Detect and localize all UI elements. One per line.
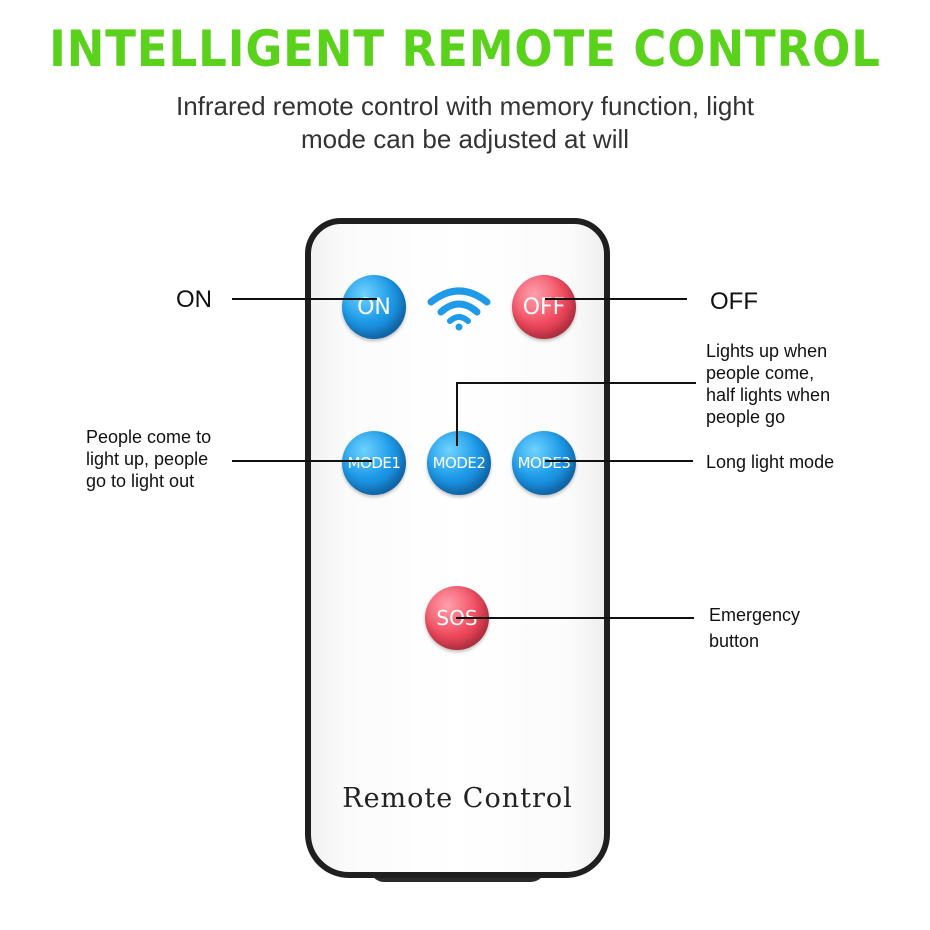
mode1-callout-line: go to light out	[86, 471, 195, 491]
mode1-callout-line: People come to	[86, 427, 212, 447]
mode2-leader-line-vertical	[456, 382, 458, 446]
subtitle: Infrared remote control with memory func…	[115, 90, 815, 156]
sos-callout-line: Emergency	[709, 605, 801, 625]
mode3-button-label: MODE3	[517, 454, 571, 472]
subtitle-line-1: Infrared remote control with memory func…	[175, 91, 755, 121]
mode1-callout-line: light up, people	[86, 449, 209, 469]
mode2-button-label: MODE2	[432, 454, 486, 472]
mode1-button-label: MODE1	[347, 454, 401, 472]
mode1-leader-line	[232, 460, 372, 462]
mode1-button[interactable]: MODE1	[342, 431, 406, 495]
mode2-leader-line-horizontal	[456, 382, 696, 384]
remote-control-label: Remote Control	[342, 783, 573, 814]
mode2-callout-line: half lights when	[706, 385, 831, 405]
off-button[interactable]: OFF	[512, 275, 576, 339]
off-callout: OFF	[710, 288, 758, 315]
mode3-button[interactable]: MODE3	[512, 431, 576, 495]
mode2-button[interactable]: MODE2	[427, 431, 491, 495]
sos-callout-line: button	[709, 631, 760, 651]
mode2-callout-line: people go	[706, 407, 786, 427]
mode2-callout: Lights up when people come, half lights …	[706, 340, 830, 428]
off-leader-line	[545, 298, 687, 300]
mode3-leader-line	[545, 460, 693, 462]
mode2-callout-line: Lights up when	[706, 341, 828, 361]
on-callout: ON	[176, 286, 212, 313]
on-button[interactable]: ON	[342, 275, 406, 339]
mode2-callout-line: people come,	[706, 363, 815, 383]
subtitle-line-2: mode can be adjusted at will	[300, 124, 630, 154]
mode3-callout: Long light mode	[706, 452, 835, 472]
wifi-signal-icon	[427, 287, 491, 331]
headline-title: INTELLIGENT REMOTE CONTROL	[49, 20, 881, 78]
sos-callout: Emergency button	[709, 602, 800, 654]
mode1-callout: People come to light up, people go to li…	[86, 426, 211, 492]
sos-leader-line	[456, 617, 694, 619]
on-leader-line	[232, 298, 377, 300]
